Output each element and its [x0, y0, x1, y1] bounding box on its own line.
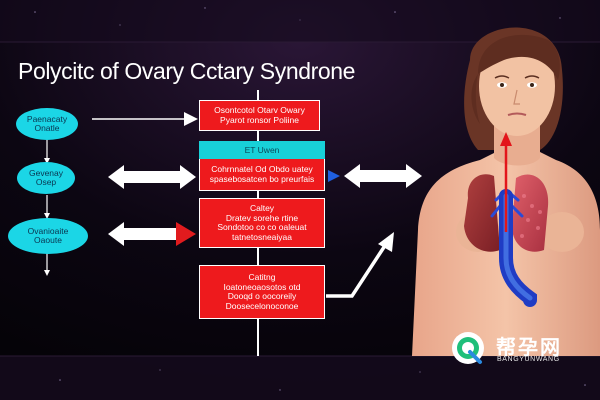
blue-arrow-icon [328, 170, 340, 182]
flow-box-2-line1: Cohrnnatel Od Obdo uatey [211, 164, 313, 174]
flow-box-3-line3: Sondotoo co co oaleuat [217, 222, 307, 232]
logo-subtitle: BANGYUNWANG [497, 356, 560, 363]
flow-box-4-line1: Catitng [248, 272, 276, 282]
oval-node-1-line2: Onatle [34, 123, 60, 133]
oval-node-3: Ovanioaite Oaoute [8, 218, 88, 254]
flow-box-3-line2: Dratev sorehe rtine [225, 212, 299, 223]
diagram-title: Polycitc of Ovary Cctary Syndrone [18, 58, 356, 84]
oval-node-2-line1: Gevenay [28, 168, 64, 178]
oval-node-2: Gevenay Osep [17, 162, 75, 194]
oval-node-2-line2: Osep [35, 177, 57, 187]
double-arrow-right [344, 164, 422, 188]
return-arrow [326, 243, 388, 298]
double-arrow-row3 [108, 222, 196, 246]
cyan-label-bar: ET Uwen [199, 141, 325, 159]
flow-box-1-line2: Pyarot ronsor Poliine [220, 114, 299, 125]
flow-box-1: Osontcotol Otarv Owary Pyarot ronsor Pol… [199, 100, 320, 131]
flow-box-1-line1: Osontcotol Otarv Owary [214, 105, 305, 115]
flow-box-3: Caltey Dratev sorehe rtine Sondotoo co c… [199, 198, 325, 248]
flow-box-4: Catitng Ioatoneoaosotos otd Dooqd o ooco… [199, 265, 325, 319]
oval-node-1: Paenacaty Onatle [16, 108, 78, 140]
oval-node-1-line1: Paenacaty [26, 114, 68, 124]
double-arrow-row2 [108, 165, 196, 189]
flow-box-4-line4: Doosecelonoconoe [225, 300, 299, 311]
flow-box-2: Cohrnnatel Od Obdo uatey spasebosatcen b… [199, 159, 325, 191]
oval-node-3-line1: Ovanioaite [27, 226, 69, 236]
q-circle-icon [452, 332, 484, 364]
flow-box-4-line2: Ioatoneoaosotos otd [223, 281, 301, 292]
flow-box-2-line2: spasebosatcen bo preurfais [209, 173, 315, 184]
flow-box-4-line3: Dooqd o oocoreily [227, 291, 297, 301]
flow-box-3-line4: tatnetosneaiyaa [231, 231, 293, 242]
oval-node-3-line2: Oaoute [34, 235, 62, 245]
logo-name: 帮孕网 [496, 335, 562, 359]
flow-box-3-line1: Caltey [249, 203, 275, 213]
woman-illustration [412, 27, 600, 356]
